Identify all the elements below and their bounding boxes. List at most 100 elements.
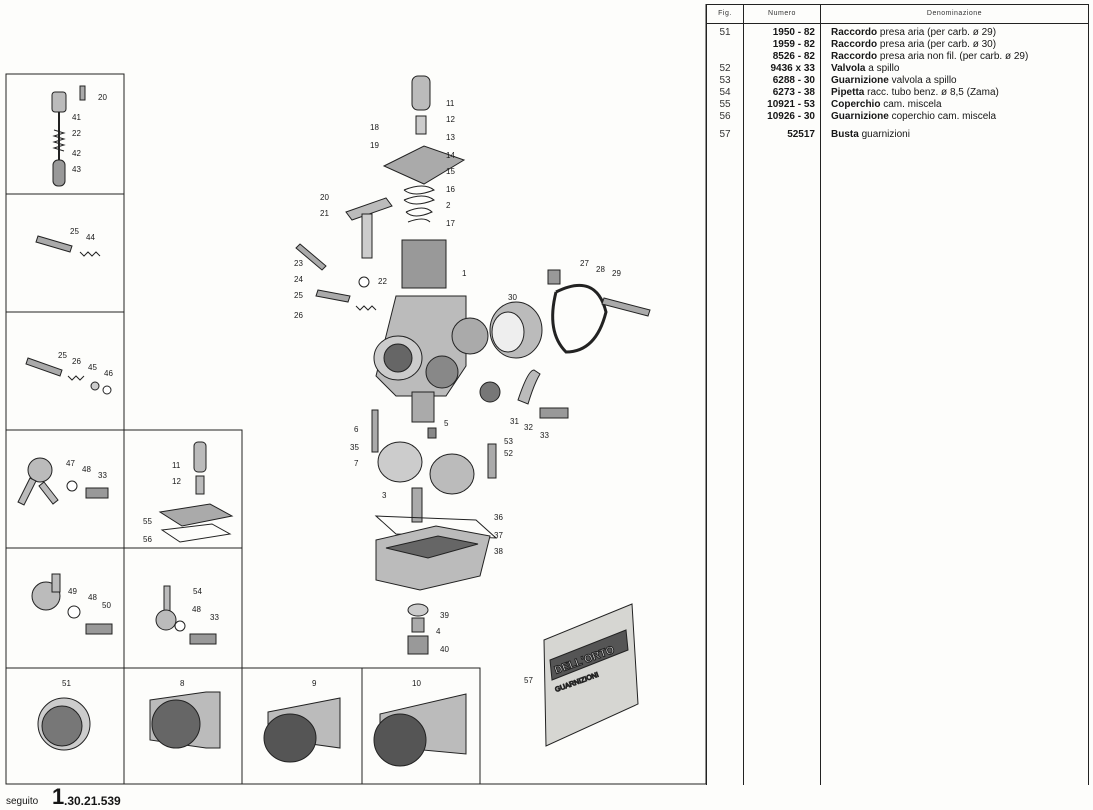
cell-numero: 52517 bbox=[787, 129, 815, 140]
exploded-parts-diagram: DELL'ORTO GUARNIZIONI 111213141516217181… bbox=[5, 4, 706, 785]
callout-number: 52 bbox=[504, 449, 513, 458]
cell-numero: 6288 - 30 bbox=[772, 75, 815, 86]
callout-number: 24 bbox=[294, 275, 303, 284]
gasket-bag-57: DELL'ORTO GUARNIZIONI bbox=[543, 603, 639, 747]
callout-number: 16 bbox=[446, 185, 455, 194]
callout-number: 3 bbox=[382, 491, 387, 500]
callout-number: 38 bbox=[494, 547, 503, 556]
cell-name-bold: Coperchio bbox=[831, 99, 881, 110]
table-row: 51 1950 - 82 Raccordo presa aria (per carb… bbox=[707, 27, 1088, 39]
cell-fig: 52 bbox=[719, 63, 731, 74]
callout-number: 32 bbox=[524, 423, 533, 432]
cell-name-bold: Guarnizione bbox=[831, 111, 889, 122]
table-row: 1959 - 82 Raccordo presa aria (per carb. … bbox=[707, 39, 1088, 51]
table-row: 57 52517 Busta guarnizioni bbox=[707, 129, 1088, 141]
detail-fuel-fitting-a bbox=[17, 457, 109, 506]
cell-name-bold: Raccordo bbox=[831, 51, 878, 62]
callout-number: 44 bbox=[86, 233, 95, 242]
cell-name-rest: a spillo bbox=[865, 63, 900, 74]
callout-number: 18 bbox=[370, 123, 379, 132]
cell-name-rest: guarnizioni bbox=[858, 129, 910, 140]
cell-fig: 54 bbox=[719, 87, 731, 98]
callout-number: 5 bbox=[444, 419, 449, 428]
cell-fig: 56 bbox=[719, 111, 731, 122]
callout-number: 20 bbox=[320, 193, 329, 202]
footer-big-digit: 1 bbox=[52, 784, 65, 809]
callout-number: 26 bbox=[72, 357, 81, 366]
detail-fuel-fitting-b bbox=[31, 573, 113, 635]
callout-number: 56 bbox=[143, 535, 152, 544]
detail-float-cover bbox=[158, 441, 234, 543]
callout-number: 8 bbox=[180, 679, 185, 688]
callout-number: 33 bbox=[210, 613, 219, 622]
callout-number: 13 bbox=[446, 133, 455, 142]
cell-fig: 51 bbox=[719, 27, 731, 38]
callout-number: 12 bbox=[446, 115, 455, 124]
callout-number: 21 bbox=[320, 209, 329, 218]
callout-number: 9 bbox=[312, 679, 317, 688]
cell-numero: 1959 - 82 bbox=[772, 39, 815, 50]
callout-number: 29 bbox=[612, 269, 621, 278]
callout-number: 12 bbox=[172, 477, 181, 486]
cell-numero: 6273 - 38 bbox=[772, 87, 815, 98]
callout-number: 47 bbox=[66, 459, 75, 468]
callout-number: 14 bbox=[446, 151, 455, 160]
callout-number: 48 bbox=[82, 465, 91, 474]
callout-number: 28 bbox=[596, 265, 605, 274]
callout-number: 39 bbox=[440, 611, 449, 620]
cell-denominazione: Raccordo presa aria (per carb. ø 29) bbox=[831, 27, 1087, 39]
callout-number: 17 bbox=[446, 219, 455, 228]
detail-fuel-fitting-c bbox=[155, 585, 217, 645]
detail-box-grid bbox=[5, 73, 481, 785]
cell-numero: 1950 - 82 bbox=[772, 27, 815, 38]
callout-number: 42 bbox=[72, 149, 81, 158]
callout-number: 26 bbox=[294, 311, 303, 320]
cell-denominazione: Raccordo presa aria non fil. (per carb. … bbox=[831, 51, 1087, 63]
cell-name-bold: Guarnizione bbox=[831, 75, 889, 86]
cell-name-bold: Busta bbox=[831, 129, 859, 140]
callout-number: 53 bbox=[504, 437, 513, 446]
cell-numero: 10926 - 30 bbox=[767, 111, 815, 122]
callout-number: 40 bbox=[440, 645, 449, 654]
air-intake-fitting-51 bbox=[37, 697, 91, 751]
air-intake-fitting-8 bbox=[149, 691, 221, 749]
callout-number: 22 bbox=[378, 277, 387, 286]
detail-needle-assembly bbox=[51, 85, 86, 187]
callout-number: 46 bbox=[104, 369, 113, 378]
callout-number: 25 bbox=[58, 351, 67, 360]
cell-name-bold: Pipetta bbox=[831, 87, 865, 98]
cell-name-rest: cam. miscela bbox=[880, 99, 942, 110]
callout-number: 11 bbox=[172, 461, 181, 470]
cell-name-rest: valvola a spillo bbox=[888, 75, 957, 86]
callout-number: 2 bbox=[446, 201, 451, 210]
callout-number: 30 bbox=[508, 293, 517, 302]
air-intake-fitting-9 bbox=[263, 697, 341, 763]
callout-number: 4 bbox=[436, 627, 441, 636]
cell-denominazione: Valvola a spillo bbox=[831, 63, 1087, 75]
callout-number: 25 bbox=[70, 227, 79, 236]
cell-fig: 57 bbox=[719, 129, 731, 140]
callout-number: 55 bbox=[143, 517, 152, 526]
callout-number: 11 bbox=[446, 99, 455, 108]
callout-number: 51 bbox=[62, 679, 71, 688]
callout-number: 43 bbox=[72, 165, 81, 174]
table-row: 56 10926 - 30 Guarnizione coperchio cam. m… bbox=[707, 111, 1088, 123]
cell-denominazione: Raccordo presa aria (per carb. ø 30) bbox=[831, 39, 1087, 51]
cell-name-bold: Raccordo bbox=[831, 39, 878, 50]
callout-number: 54 bbox=[193, 587, 202, 596]
callout-number: 31 bbox=[510, 417, 519, 426]
detail-screw-spring-a bbox=[35, 235, 101, 257]
cell-name-rest: coperchio cam. miscela bbox=[888, 111, 997, 122]
callout-number: 37 bbox=[494, 531, 503, 540]
callout-number: 45 bbox=[88, 363, 97, 372]
cell-name-rest: presa aria (per carb. ø 29) bbox=[877, 27, 997, 38]
callouts-side: 2041224243254425264546474833111255564948… bbox=[58, 93, 421, 688]
cell-name-bold: Valvola bbox=[831, 63, 866, 74]
callout-number: 57 bbox=[524, 676, 533, 685]
